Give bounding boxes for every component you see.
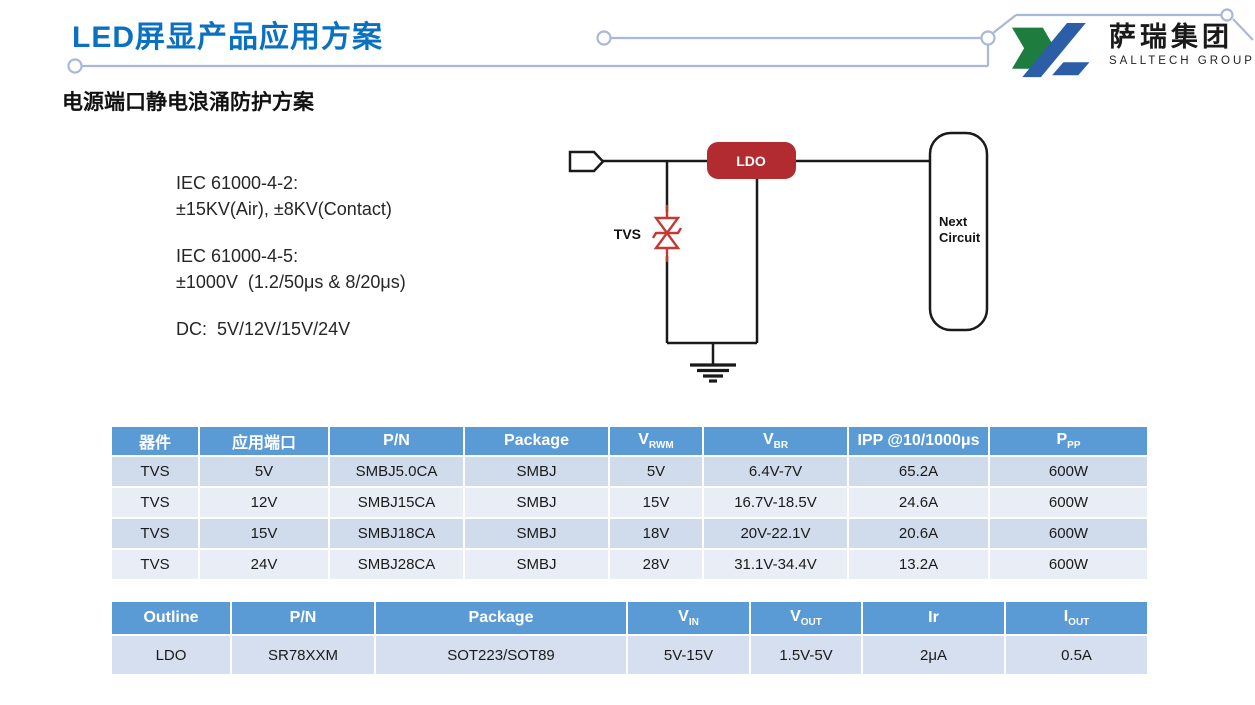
table-cell: SMBJ5.0CA: [328, 455, 465, 488]
table-cell: SR78XXM: [230, 634, 376, 676]
spec-line: IEC 61000-4-5:: [176, 246, 299, 266]
table-cell: 18V: [608, 517, 704, 550]
spec-line: IEC 61000-4-2:: [176, 173, 299, 193]
table-cell: SMBJ: [463, 548, 610, 581]
column-header: VIN: [626, 600, 751, 636]
input-connector-icon: [568, 150, 605, 173]
column-header: VRWM: [608, 425, 704, 457]
table-cell: TVS: [110, 455, 200, 488]
table-cell: 13.2A: [847, 548, 990, 581]
next-circuit-block: [928, 131, 989, 332]
table-cell: 28V: [608, 548, 704, 581]
column-header: IPP @10/1000μs: [847, 425, 990, 457]
column-header: Package: [463, 425, 610, 457]
tvs-diode-icon: [651, 205, 683, 262]
table-cell: SMBJ18CA: [328, 517, 465, 550]
table-cell: SMBJ28CA: [328, 548, 465, 581]
section-title: 电源端口静电浪涌防护方案: [62, 91, 314, 114]
column-header: Ir: [861, 600, 1006, 636]
column-header: VOUT: [749, 600, 863, 636]
table-cell: 600W: [988, 455, 1149, 488]
table-cell: LDO: [110, 634, 232, 676]
table-cell: 31.1V-34.4V: [702, 548, 849, 581]
logo-text: 萨瑞集团 SALLTECH GROUP: [1109, 22, 1255, 67]
table-cell: 5V: [198, 455, 330, 488]
spec-text-block: IEC 61000-4-2: ±15KV(Air), ±8KV(Contact)…: [176, 170, 406, 342]
ldo-label: LDO: [736, 153, 766, 169]
logo-mark-icon: [1012, 23, 1090, 78]
column-header: IOUT: [1004, 600, 1149, 636]
ldo-block: [707, 142, 796, 179]
spec-line: ±15KV(Air), ±8KV(Contact): [176, 199, 392, 219]
next-circuit-label-line2: Circuit: [939, 230, 981, 245]
next-circuit-label-line1: Next: [939, 214, 968, 229]
column-header: P/N: [328, 425, 465, 457]
column-header: PPP: [988, 425, 1149, 457]
table-cell: 20.6A: [847, 517, 990, 550]
table-cell: 6.4V-7V: [702, 455, 849, 488]
spec-line: ±1000V (1.2/50μs & 8/20μs): [176, 272, 406, 292]
table-cell: SOT223/SOT89: [374, 634, 628, 676]
table-cell: 24.6A: [847, 486, 990, 519]
table-cell: 24V: [198, 548, 330, 581]
table-cell: TVS: [110, 548, 200, 581]
column-header: Outline: [110, 600, 232, 636]
column-header: Package: [374, 600, 628, 636]
table-cell: 5V-15V: [626, 634, 751, 676]
table-cell: SMBJ: [463, 486, 610, 519]
decorative-trace-icon: [67, 8, 1254, 74]
logo-text-cn: 萨瑞集团: [1109, 22, 1233, 52]
table-cell: SMBJ: [463, 455, 610, 488]
table-cell: TVS: [110, 517, 200, 550]
table-cell: 600W: [988, 517, 1149, 550]
table-cell: 16.7V-18.5V: [702, 486, 849, 519]
table-cell: 5V: [608, 455, 704, 488]
table-cell: 65.2A: [847, 455, 990, 488]
table-cell: SMBJ15CA: [328, 486, 465, 519]
column-header: P/N: [230, 600, 376, 636]
logo-text-en: SALLTECH GROUP: [1109, 55, 1255, 67]
table-cell: 12V: [198, 486, 330, 519]
tvs-label: TVS: [614, 226, 641, 242]
table-cell: 1.5V-5V: [749, 634, 863, 676]
circuit-diagram: TVS LDO Next Circuit: [568, 131, 989, 383]
table-cell: 600W: [988, 486, 1149, 519]
table-cell: 2μA: [861, 634, 1006, 676]
company-logo: 萨瑞集团 SALLTECH GROUP: [1012, 22, 1255, 80]
spec-line: DC: 5V/12V/15V/24V: [176, 319, 351, 339]
table-cell: TVS: [110, 486, 200, 519]
table-cell: 15V: [608, 486, 704, 519]
table-cell: 600W: [988, 548, 1149, 581]
table-cell: SMBJ: [463, 517, 610, 550]
table-cell: 15V: [198, 517, 330, 550]
table-cell: 20V-22.1V: [702, 517, 849, 550]
column-header: 应用端口: [198, 425, 330, 457]
ground-icon: [690, 363, 736, 383]
column-header: 器件: [110, 425, 200, 457]
column-header: VBR: [702, 425, 849, 457]
table-cell: 0.5A: [1004, 634, 1149, 676]
page-title: LED屏显产品应用方案: [72, 21, 383, 54]
